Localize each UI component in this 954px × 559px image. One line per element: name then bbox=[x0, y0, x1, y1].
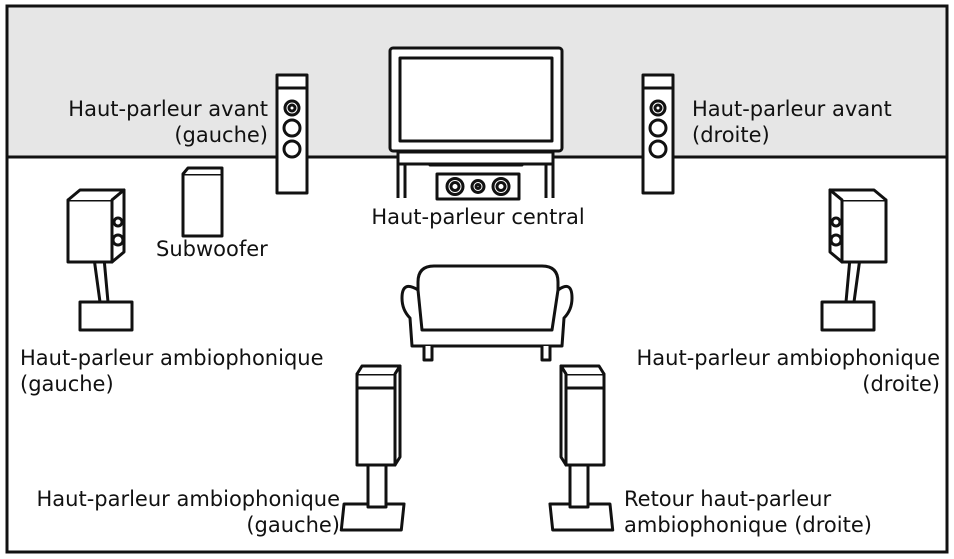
surround-left-label: Haut-parleur ambiophonique (gauche) bbox=[20, 346, 324, 396]
front-left-label: Haut-parleur avant (gauche) bbox=[68, 97, 268, 147]
tv-stand-icon bbox=[396, 150, 555, 198]
front-right-label: Haut-parleur avant (droite) bbox=[692, 97, 892, 147]
surround-left-speaker-icon bbox=[66, 188, 134, 332]
surround-back-right-speaker-icon bbox=[548, 364, 615, 532]
sofa-icon bbox=[400, 264, 574, 362]
center-label: Haut-parleur central bbox=[371, 205, 585, 229]
surround-back-left-label: Haut-parleur ambiophonique (gauche) bbox=[36, 487, 340, 537]
tv-icon bbox=[388, 46, 564, 167]
subwoofer-label: Subwoofer bbox=[156, 237, 268, 261]
surround-right-speaker-icon bbox=[820, 188, 888, 332]
front-right-speaker-icon bbox=[641, 73, 675, 195]
surround-back-left-speaker-icon bbox=[339, 364, 406, 532]
surround-back-right-label: Retour haut-parleur ambiophonique (droit… bbox=[624, 487, 872, 537]
surround-right-label: Haut-parleur ambiophonique (droite) bbox=[636, 346, 940, 396]
front-left-speaker-icon bbox=[275, 73, 309, 195]
center-speaker-icon bbox=[435, 172, 521, 201]
subwoofer-icon bbox=[181, 166, 224, 238]
